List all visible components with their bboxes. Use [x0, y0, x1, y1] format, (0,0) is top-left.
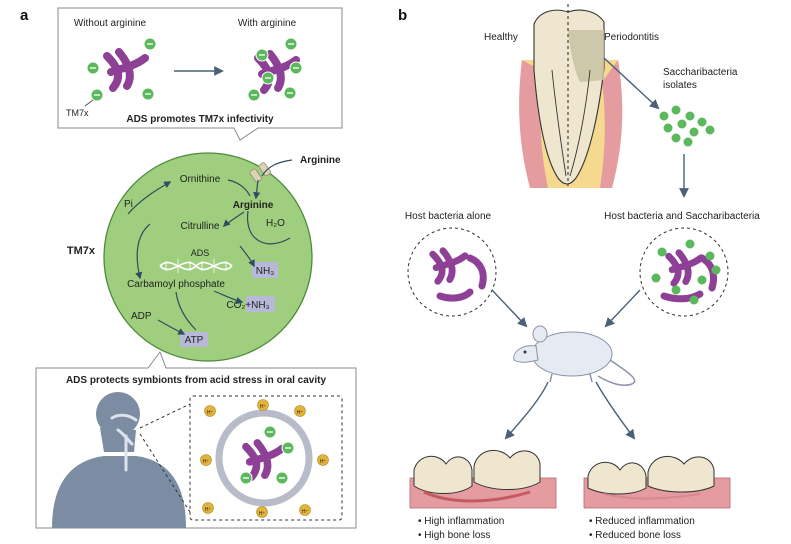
arginine-import-line — [261, 159, 293, 177]
tm7x-cell-icon — [261, 71, 275, 85]
isolates-label-line1: Saccharibacteria — [663, 67, 738, 78]
coculture-to-mouse-arrow — [604, 289, 641, 328]
arginine-infectivity-box: Without arginine With arginine TM7x ADS … — [57, 7, 343, 141]
proton-group: H⁺ H⁺ H⁺ H⁺ H⁺ H⁺ H⁺ H⁺ — [200, 399, 329, 518]
proton-label: H⁺ — [259, 511, 266, 517]
tm7x-cell-icon — [289, 61, 303, 75]
host-alone-label: Host bacteria alone — [405, 211, 492, 222]
proton-label: H⁺ — [302, 509, 309, 515]
left-outcome-line1: • High inflammation — [418, 516, 504, 527]
tm7x-cell-icon — [143, 37, 157, 51]
co2-nh3-highlight — [246, 296, 275, 312]
tm7x-cell-icon — [283, 86, 297, 100]
human-silhouette-icon — [52, 392, 186, 528]
pi-to-ornithine-arrow — [127, 181, 172, 215]
isolation-arrow — [603, 57, 660, 110]
mouse-icon — [513, 325, 636, 387]
right-jaw-reduced-bone-loss — [583, 456, 731, 509]
tm7x-cell-icon — [247, 88, 261, 102]
phosphate-transfer-curve — [175, 291, 197, 331]
proton-label: H⁺ — [205, 507, 212, 513]
tm7x-cell-icon — [255, 48, 269, 62]
arginine-import-arrow — [253, 179, 261, 200]
tm7x-metabolism-cell: TM7x Arginine Ornithine Arginine Pi Citr… — [67, 152, 341, 362]
nh3-highlight — [252, 262, 278, 278]
tm7x-cell-label: TM7x — [67, 245, 96, 257]
atp-highlight — [180, 332, 208, 347]
without-arginine-label: Without arginine — [74, 18, 147, 29]
hydrolysis-curve — [246, 210, 291, 245]
membrane-ring — [215, 409, 313, 507]
left-outcome-line2: • High bone loss — [418, 530, 490, 541]
tm7x-cell-icon — [284, 37, 298, 51]
healthy-label: Healthy — [484, 32, 518, 43]
acid-stress-caption: ADS protects symbionts from acid stress … — [66, 375, 327, 386]
arginine-transporter-icon — [249, 162, 271, 183]
tm7x-cell-icon — [281, 441, 295, 455]
adp-to-atp-arrow — [157, 319, 186, 335]
nh3-release-arrow — [239, 245, 255, 268]
right-outcome-line1: • Reduced inflammation — [589, 516, 695, 527]
host-alone-to-mouse-arrow — [491, 289, 528, 328]
tm7x-small-label: TM7x — [66, 108, 89, 118]
panel-b-letter: b — [398, 7, 407, 24]
carbamoyl-phosphate-label: Carbamoyl phosphate — [127, 279, 225, 290]
tm7x-cell-icon — [275, 471, 289, 485]
mouse-to-right-outcome-arrow — [595, 381, 636, 440]
proton-label: H⁺ — [297, 410, 304, 416]
pi-label: Pi — [124, 199, 133, 210]
proton-label: H⁺ — [207, 410, 214, 416]
ornithine-label: Ornithine — [180, 174, 221, 185]
ads-label: ADS — [191, 248, 210, 258]
tm7x-cell-icon — [90, 88, 104, 102]
panel-a-letter: a — [20, 7, 29, 24]
periodontitis-label: Periodontitis — [604, 32, 659, 43]
tm7x-cell-icon — [141, 87, 155, 101]
tm7x-cell-icon — [263, 425, 277, 439]
nh3-label: NH₃ — [256, 266, 275, 277]
mouse-to-left-outcome-arrow — [504, 381, 549, 440]
ornithine-export-curve — [227, 179, 251, 197]
proton-label: H⁺ — [260, 404, 267, 410]
with-arginine-label: With arginine — [238, 18, 297, 29]
citrulline-label: Citrulline — [181, 221, 220, 232]
tm7x-pointer-line — [84, 99, 94, 107]
dna-helix-icon — [159, 259, 233, 273]
left-jaw-high-bone-loss — [409, 450, 557, 509]
acid-stress-box: ADS protects symbionts from acid stress … — [35, 350, 357, 529]
arginine-outside-label: Arginine — [300, 155, 341, 166]
citrulline-to-carbamoyl-arrow — [135, 223, 151, 280]
saccharibacteria-cluster — [659, 105, 715, 147]
tm7x-cell-icon — [86, 61, 100, 75]
co2-nh3-label: CO₂+NH₃ — [226, 300, 269, 311]
arginine-inside-label: Arginine — [233, 200, 274, 211]
tm7x-cell-icon — [239, 471, 253, 485]
adp-label: ADP — [131, 311, 152, 322]
tooth-cross-section — [519, 4, 623, 188]
right-outcome-line2: • Reduced bone loss — [589, 530, 681, 541]
water-label: H₂O — [266, 218, 285, 229]
isolates-label-line2: isolates — [663, 80, 697, 91]
host-alone-dish — [407, 227, 497, 317]
host-plus-label: Host bacteria and Saccharibacteria — [604, 211, 760, 222]
proton-label: H⁺ — [203, 459, 210, 465]
atp-label: ATP — [185, 335, 204, 346]
infectivity-caption: ADS promotes TM7x infectivity — [126, 114, 274, 125]
proton-label: H⁺ — [320, 459, 327, 465]
arginine-to-citrulline-arrow — [222, 211, 245, 228]
host-plus-saccharibacteria-dish — [639, 227, 729, 317]
carbamoyl-to-co2-arrow — [213, 290, 244, 305]
